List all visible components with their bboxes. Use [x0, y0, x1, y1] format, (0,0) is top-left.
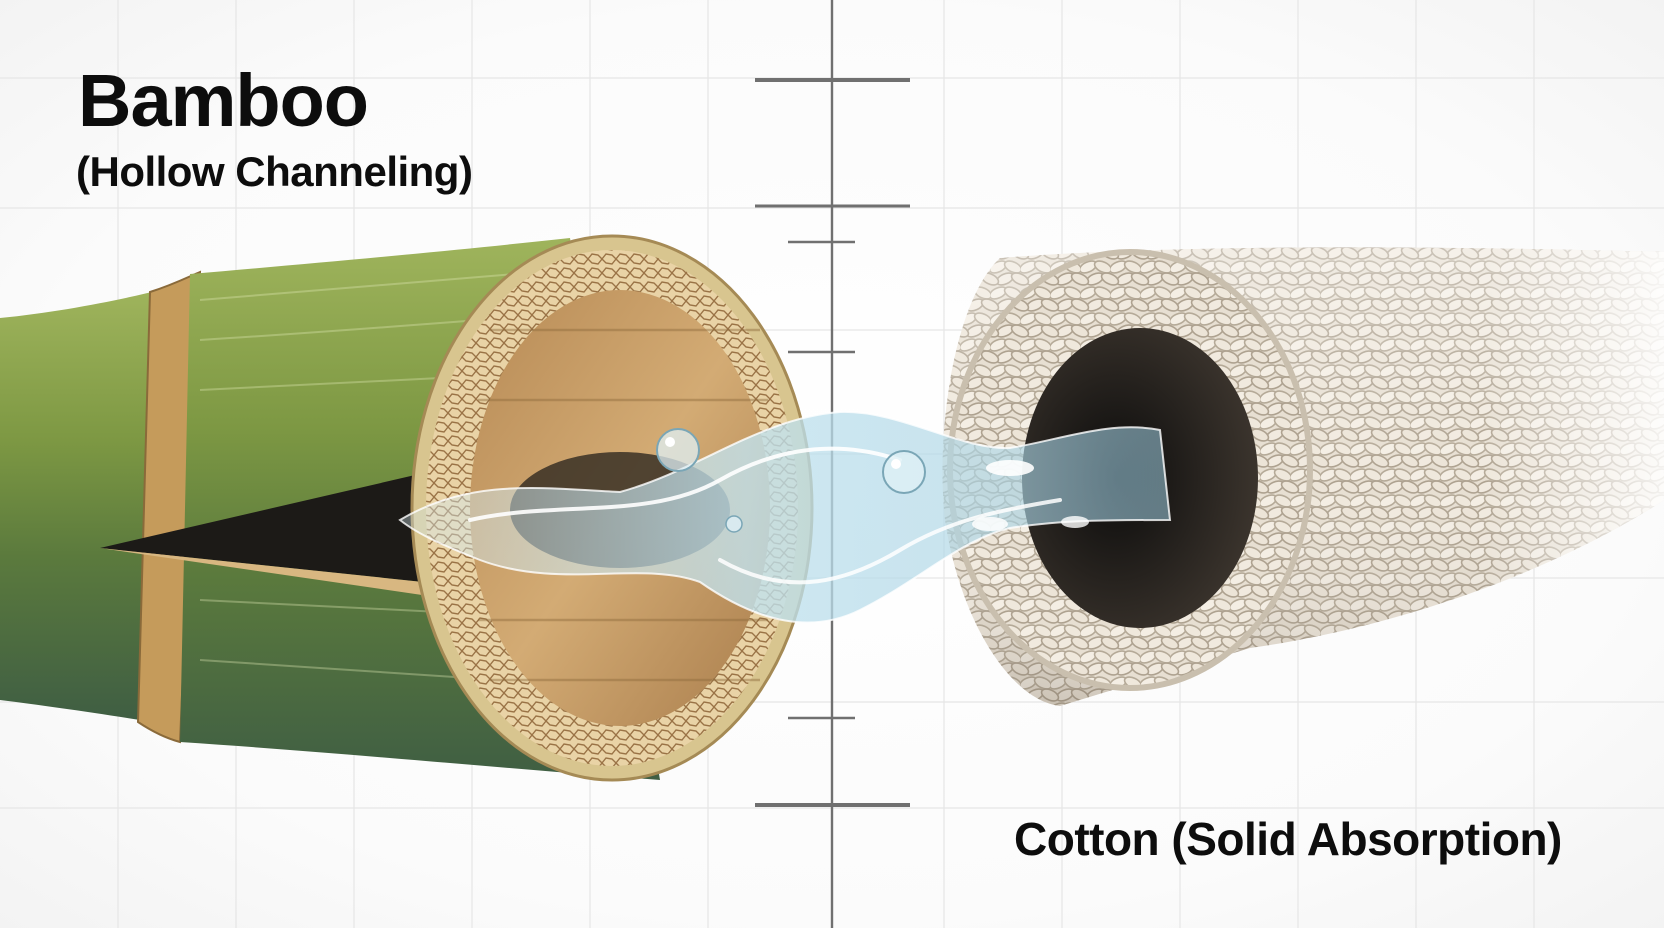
cotton-label: Cotton (Solid Absorption) — [1014, 813, 1562, 865]
bamboo-subtitle: (Hollow Channeling) — [76, 148, 473, 195]
water-droplet-icon — [656, 428, 700, 472]
bamboo-title: Bamboo — [78, 59, 369, 142]
water-flow — [398, 410, 1172, 624]
water-droplet-icon — [882, 450, 926, 494]
water-droplet-icon — [725, 515, 743, 533]
